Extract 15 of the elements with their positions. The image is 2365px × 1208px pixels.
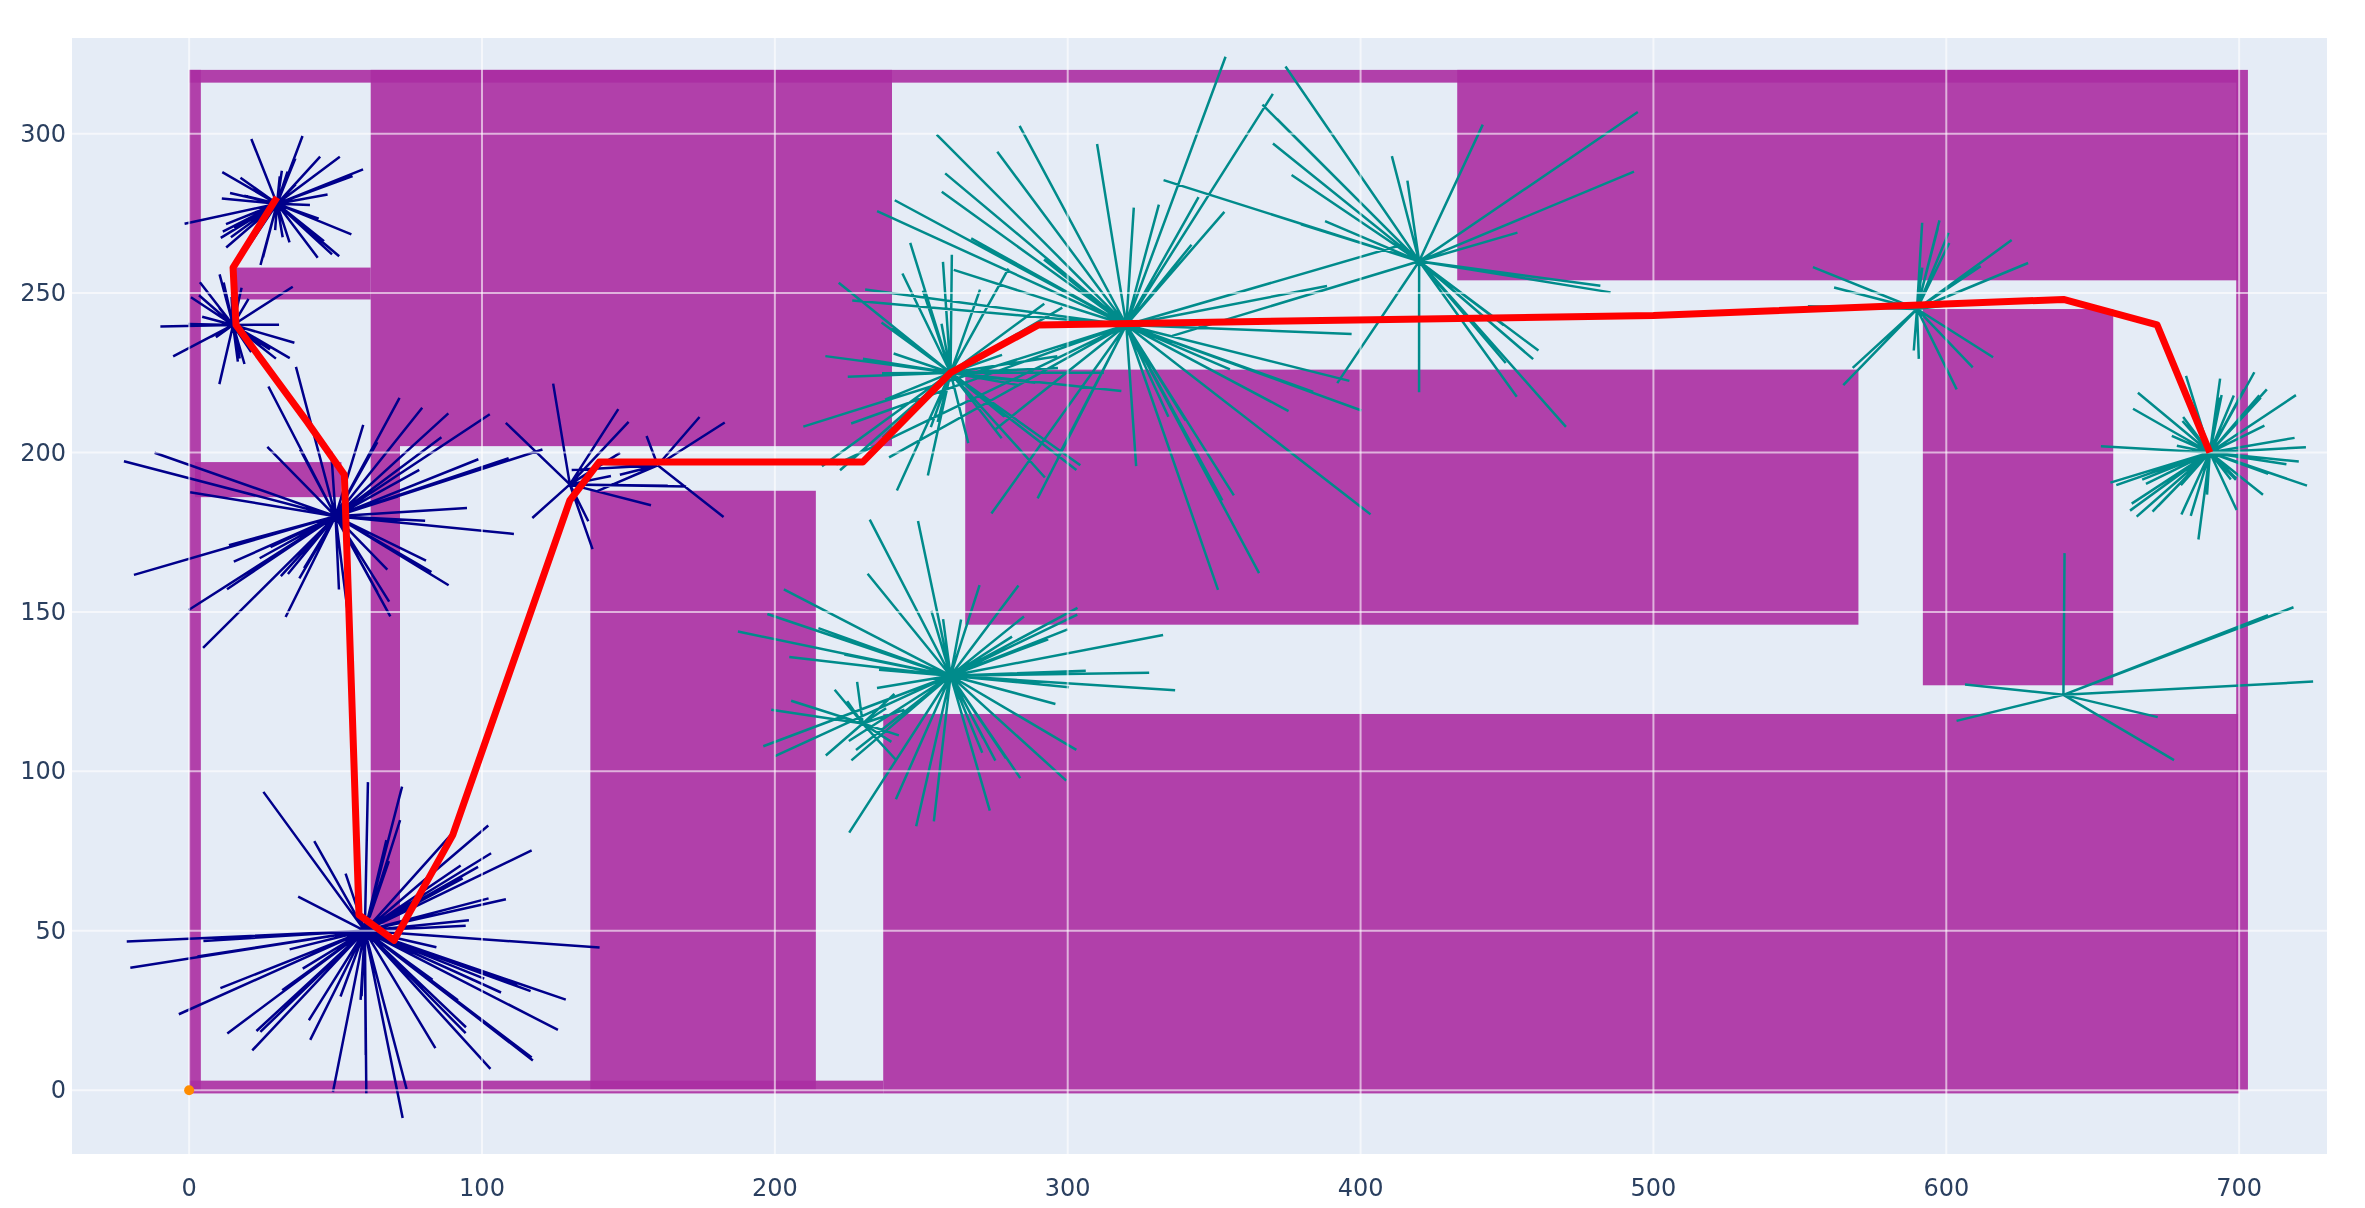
x-tick-label: 100 [459, 1174, 505, 1202]
y-tick-label: 250 [20, 279, 66, 308]
x-tick-label: 600 [1923, 1174, 1970, 1202]
y-tick-label: 100 [20, 757, 66, 786]
x-tick-label: 0 [181, 1174, 197, 1202]
x-tick-label: 300 [1044, 1174, 1091, 1202]
y-tick-label: 200 [20, 438, 66, 467]
y-tick-label: 150 [20, 597, 66, 626]
x-tick-label: 500 [1630, 1174, 1677, 1202]
y-tick-label: 300 [20, 119, 66, 148]
x-tick-label: 200 [751, 1174, 798, 1202]
y-tick-label: 50 [35, 916, 66, 945]
x-tick-label: 400 [1337, 1174, 1384, 1202]
y-tick-label: 0 [50, 1076, 66, 1105]
x-tick-label: 700 [2216, 1174, 2263, 1202]
